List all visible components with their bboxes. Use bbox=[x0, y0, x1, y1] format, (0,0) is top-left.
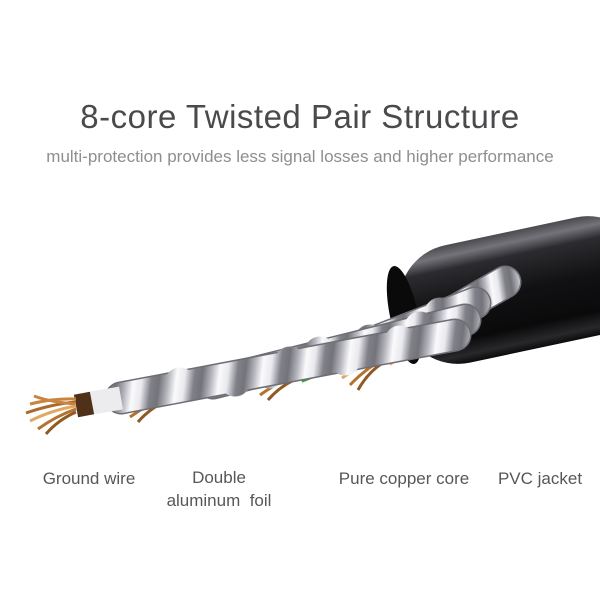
label-pure-copper-core: Pure copper core bbox=[338, 469, 470, 488]
label-double-aluminum-foil-line2: aluminum foil bbox=[166, 491, 272, 511]
label-pvc-jacket: PVC jacket bbox=[497, 469, 583, 488]
label-double-aluminum-foil-line1: Double bbox=[192, 468, 246, 487]
copper-strands bbox=[25, 394, 77, 435]
twisted-pair-ground bbox=[25, 318, 472, 435]
foil-twist-bumps bbox=[164, 325, 416, 399]
page-subtitle: multi-protection provides less signal lo… bbox=[46, 147, 554, 166]
label-double-aluminum-foil: Double aluminum foil bbox=[148, 466, 290, 513]
wire-band-brown bbox=[73, 391, 95, 418]
insulation-white bbox=[90, 386, 123, 415]
page-title: 8-core Twisted Pair Structure bbox=[80, 98, 520, 135]
label-ground-wire: Ground wire bbox=[42, 469, 136, 488]
